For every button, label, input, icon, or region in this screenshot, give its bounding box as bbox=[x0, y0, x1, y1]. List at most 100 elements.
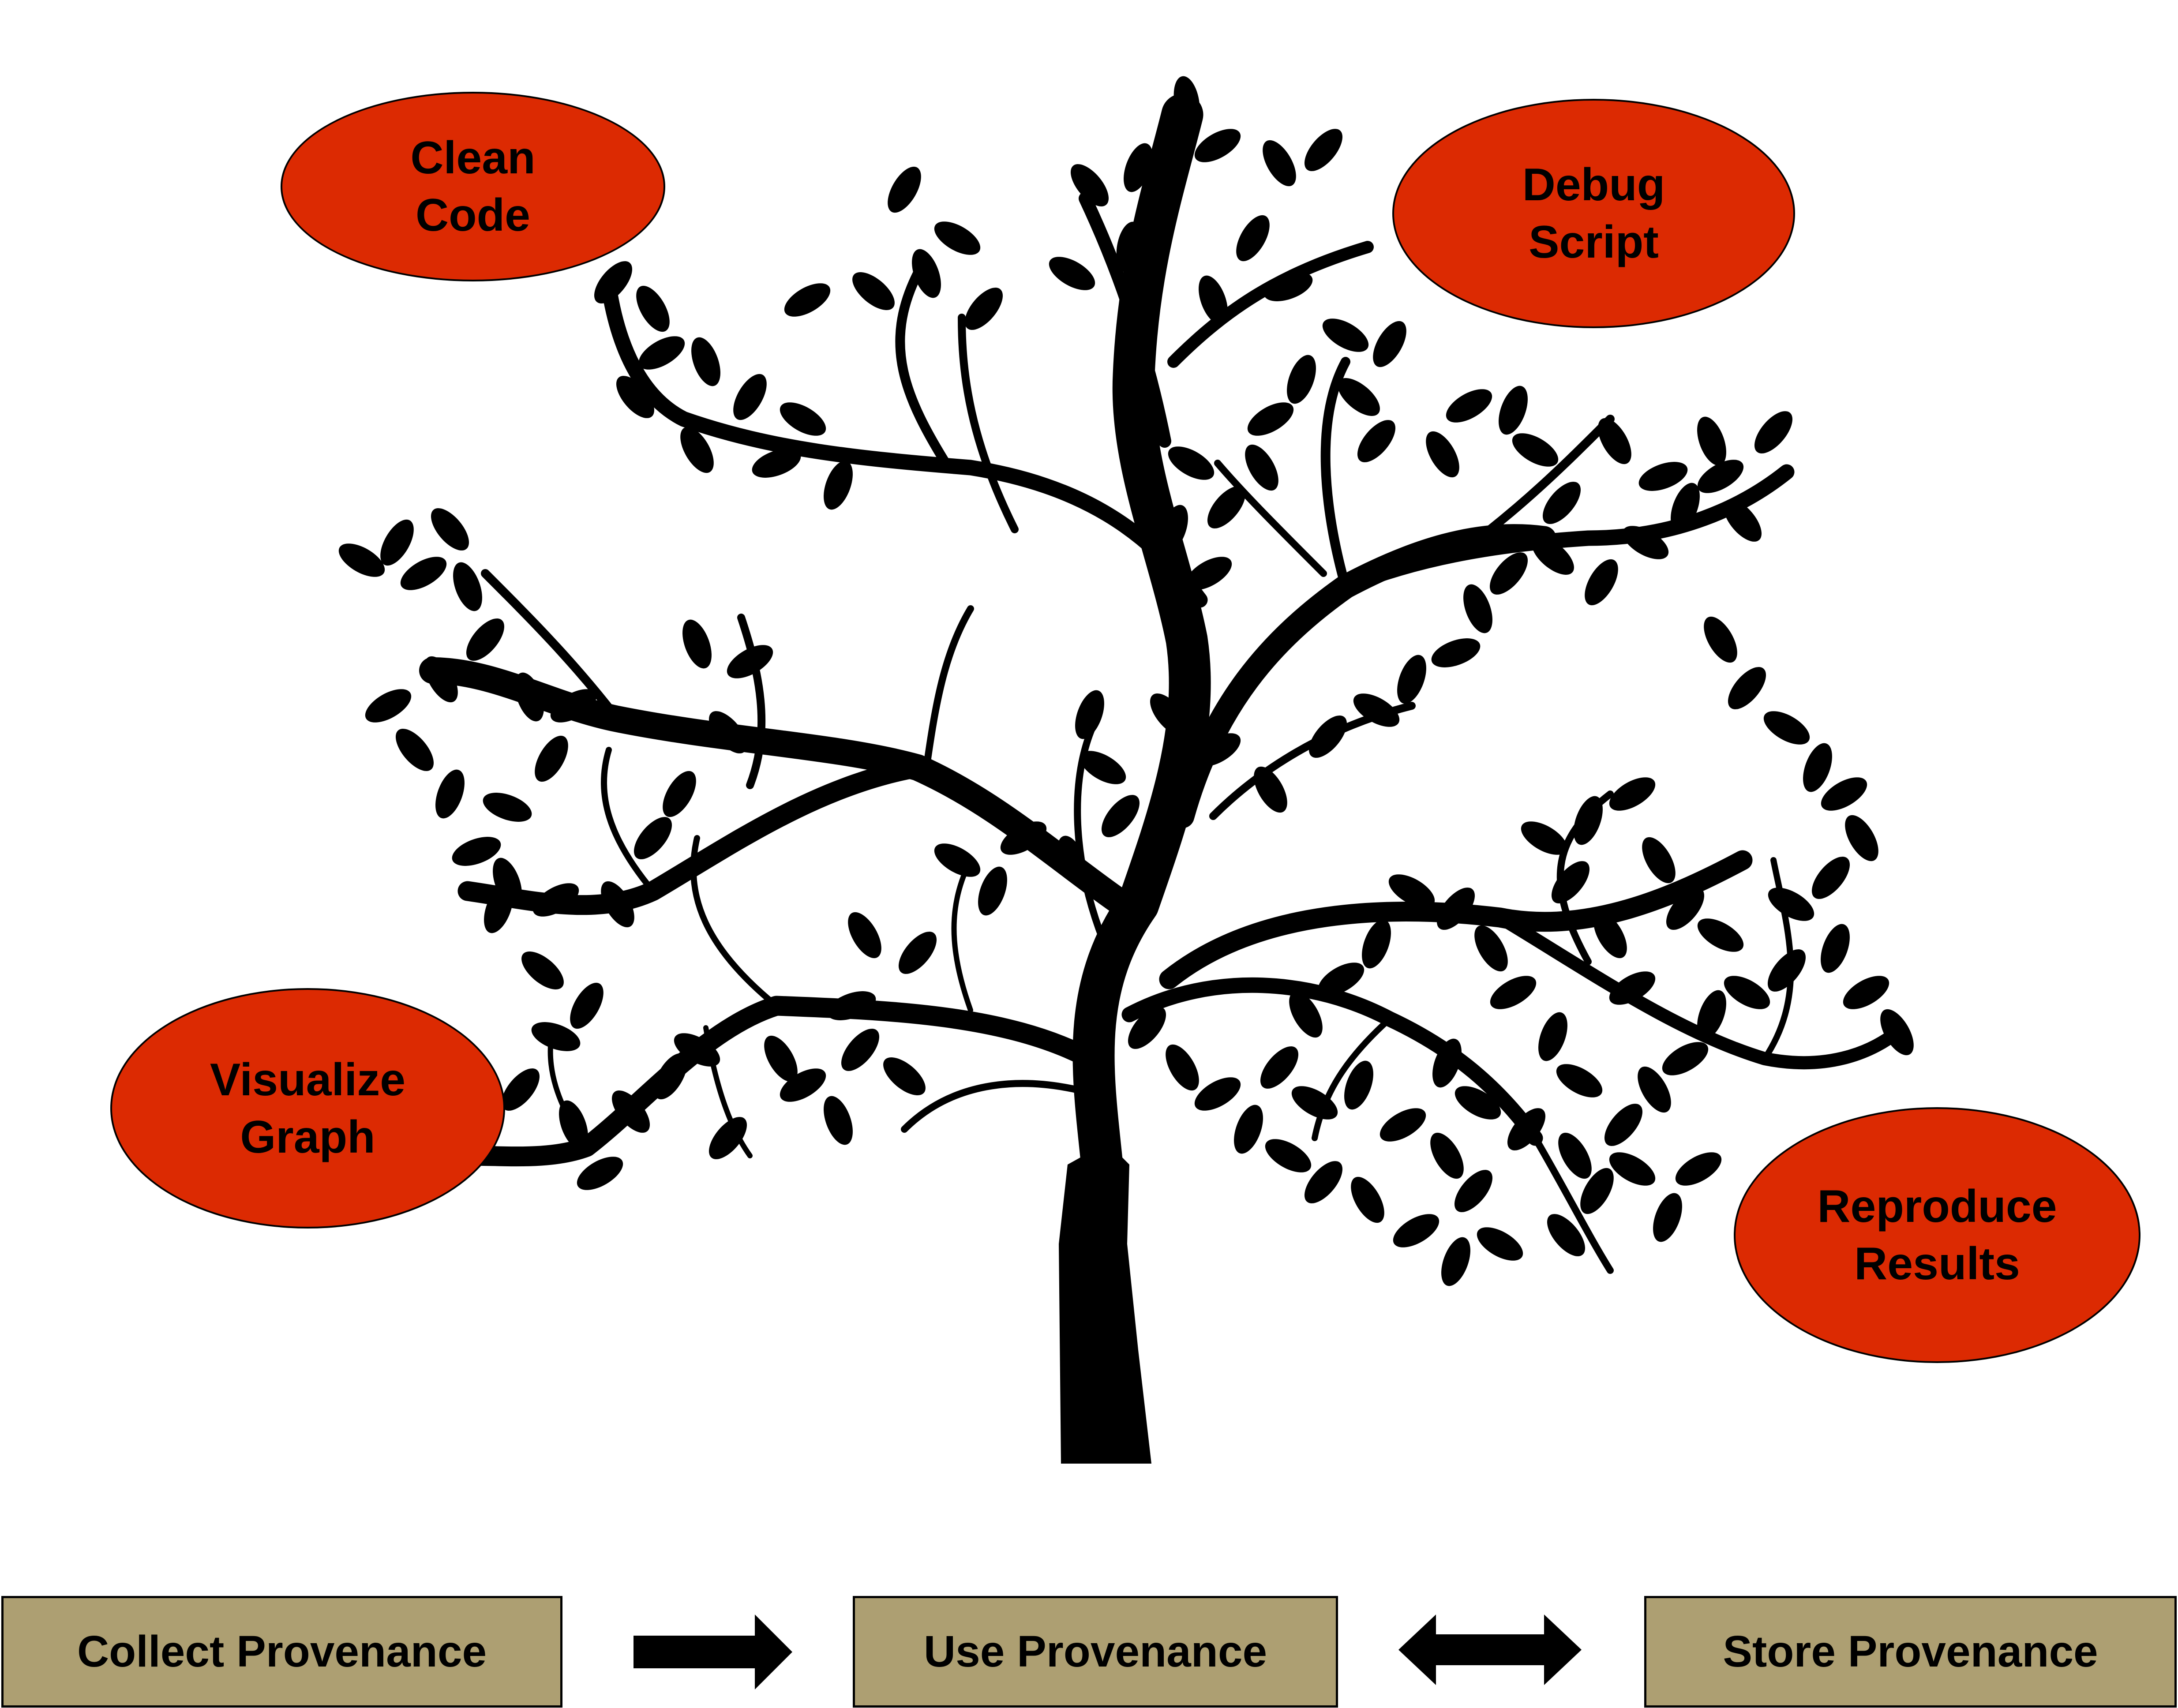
tree-leaf bbox=[435, 769, 465, 819]
tree-leaf bbox=[709, 1117, 747, 1159]
tree-leaf bbox=[1642, 837, 1676, 884]
tree-leaf bbox=[466, 618, 505, 661]
tree-branch bbox=[690, 835, 780, 1009]
goal-debug-script: Debug Script bbox=[1392, 99, 1795, 328]
tree-leaf bbox=[1236, 215, 1270, 262]
tree-leaf bbox=[1622, 526, 1669, 559]
tree-leaf bbox=[535, 735, 568, 782]
tree-leaf bbox=[888, 166, 921, 213]
tree-branch bbox=[1312, 1016, 1393, 1141]
tree-leaf bbox=[559, 1100, 588, 1150]
tree-leaf bbox=[1166, 1044, 1199, 1091]
tree-leaf bbox=[1767, 949, 1806, 992]
tree-leaf bbox=[1704, 616, 1737, 663]
goal-clean-code-line2: Code bbox=[416, 190, 530, 241]
tree-branch bbox=[457, 757, 928, 915]
tree-leaf bbox=[577, 1157, 623, 1190]
store-provenance-label: Store Provenance bbox=[1723, 1627, 2098, 1676]
store-provenance-box: Store Provenance bbox=[1644, 1596, 2177, 1708]
tree-leaf bbox=[1768, 888, 1814, 921]
tree-leaf bbox=[395, 729, 434, 771]
tree-branch bbox=[1079, 192, 1171, 448]
tree-leaf bbox=[824, 1096, 853, 1145]
tree-leaf bbox=[1247, 402, 1294, 436]
tree-leaf bbox=[1234, 1105, 1263, 1154]
tree-leaf bbox=[1724, 976, 1770, 1009]
tree-branch bbox=[895, 269, 953, 472]
tree-leaf bbox=[1199, 275, 1228, 325]
tree-branch bbox=[1167, 241, 1374, 368]
tree-leaf bbox=[1593, 912, 1627, 959]
tree-branch bbox=[600, 747, 656, 894]
tree-branch bbox=[923, 605, 974, 771]
tree-leaf bbox=[764, 1035, 798, 1082]
tree-branch bbox=[1320, 357, 1350, 592]
tree-leaf bbox=[1049, 257, 1095, 290]
tree-leaf bbox=[1512, 433, 1559, 467]
tree-leaf bbox=[1194, 129, 1241, 162]
tree-leaf bbox=[338, 543, 385, 577]
tree-leaf bbox=[1507, 1108, 1546, 1150]
tree-leaf bbox=[1880, 1009, 1914, 1056]
tree-leaf bbox=[594, 261, 633, 303]
tree-leaf bbox=[1551, 861, 1590, 903]
tree-leaf bbox=[484, 884, 513, 933]
tree-leaf bbox=[1697, 416, 1726, 466]
tree-leaf bbox=[1322, 318, 1369, 352]
tree-leaf bbox=[934, 221, 981, 255]
tree-leaf bbox=[1380, 1108, 1426, 1142]
tree-leaf bbox=[1542, 482, 1581, 524]
tree-leaf bbox=[1075, 690, 1104, 739]
tree-leaf bbox=[912, 249, 941, 298]
tree-leaf bbox=[1150, 693, 1188, 736]
tree-branch bbox=[1159, 850, 1753, 989]
tree-leaf bbox=[1556, 1064, 1603, 1097]
tree-leaf bbox=[1318, 963, 1365, 996]
tree-leaf bbox=[1265, 1139, 1312, 1172]
tree-leaf bbox=[1173, 76, 1200, 127]
goal-visualize-graph-line1: Visualize bbox=[210, 1054, 406, 1105]
tree-leaf bbox=[1101, 795, 1140, 837]
tree-leaf bbox=[1675, 1152, 1722, 1186]
tree-leaf bbox=[1653, 1193, 1682, 1242]
tree-leaf bbox=[1697, 460, 1744, 493]
tree-leaf bbox=[570, 982, 604, 1029]
tree-branch bbox=[1532, 1135, 1614, 1274]
tree-leaf bbox=[1289, 991, 1323, 1038]
tree-leaf bbox=[1430, 1132, 1464, 1179]
tree-leaf bbox=[978, 866, 1007, 916]
tree-leaf bbox=[663, 771, 696, 817]
tree-leaf bbox=[616, 376, 655, 418]
tree-leaf bbox=[1604, 1104, 1643, 1146]
collect-provenance-box: Collect Provenance bbox=[1, 1596, 562, 1708]
tree-leaf bbox=[1393, 1214, 1440, 1247]
tree-leaf bbox=[521, 951, 564, 990]
tree-leaf bbox=[752, 449, 801, 478]
goal-debug-script-label: Debug Script bbox=[1522, 156, 1665, 271]
tree-leaf bbox=[1397, 655, 1426, 704]
tree-leaf bbox=[848, 912, 881, 959]
goal-reproduce-results-label: Reproduce Results bbox=[1817, 1178, 2057, 1292]
tree-leaf bbox=[634, 817, 672, 859]
tree-leaf bbox=[1124, 143, 1153, 192]
tree-leaf bbox=[1194, 733, 1241, 767]
tree-leaf bbox=[1308, 715, 1347, 758]
tree-branch bbox=[457, 996, 1100, 1167]
tree-leaf bbox=[1000, 821, 1047, 855]
tree-leaf bbox=[501, 1068, 540, 1111]
tree-leaf bbox=[784, 283, 831, 317]
tree-leaf bbox=[1338, 378, 1380, 416]
goal-visualize-graph: Visualize Graph bbox=[110, 988, 505, 1229]
goal-reproduce-results-line2: Results bbox=[1854, 1238, 2020, 1289]
tree-branch bbox=[958, 314, 1019, 533]
collect-provenance-label: Collect Provenance bbox=[77, 1627, 487, 1676]
tree-leaf bbox=[1426, 431, 1459, 478]
tree-leaf bbox=[1580, 1168, 1614, 1214]
goal-debug-script-line1: Debug bbox=[1522, 159, 1665, 210]
goal-visualize-graph-line2: Graph bbox=[240, 1111, 375, 1163]
tree-leaf bbox=[680, 427, 714, 473]
tree-leaf bbox=[1388, 874, 1435, 908]
tree-branch bbox=[1214, 460, 1327, 577]
